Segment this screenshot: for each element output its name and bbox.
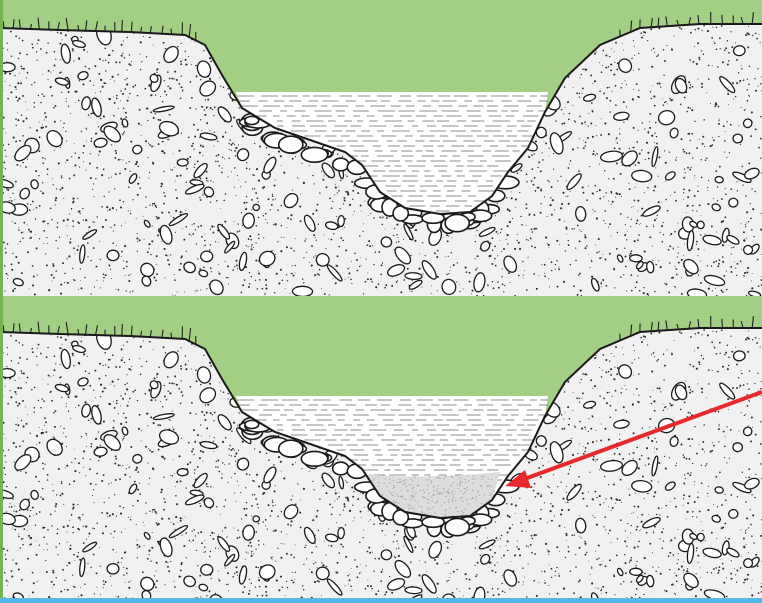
stream-cross-section (0, 296, 762, 603)
channel-profile-before (0, 0, 762, 296)
panel-edge (0, 0, 3, 296)
channel-profile-after (0, 296, 762, 603)
panel-edge (0, 296, 3, 603)
stream-cross-section (0, 0, 762, 296)
bottom-border (0, 598, 762, 603)
